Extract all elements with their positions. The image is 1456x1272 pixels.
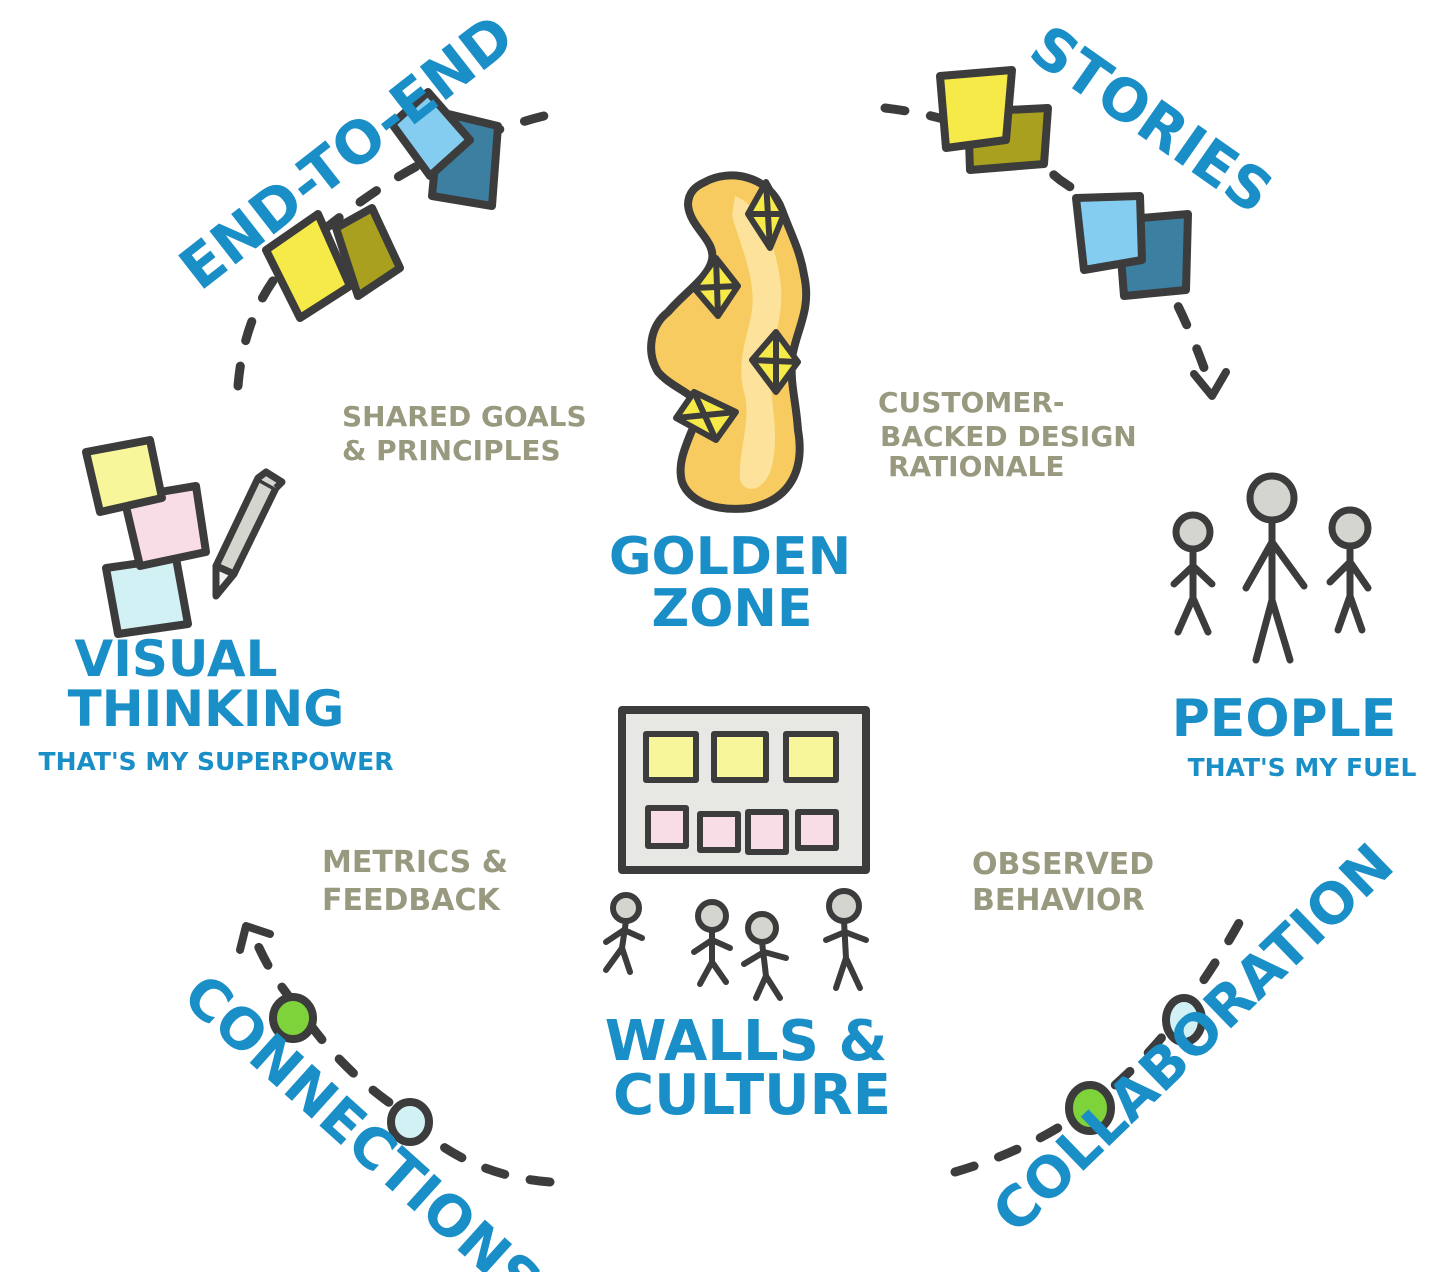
- golden-zone-label-line2: ZONE: [652, 579, 813, 639]
- sticky-note-icon: [940, 70, 1012, 148]
- metrics-label-line2: FEEDBACK: [322, 883, 501, 918]
- golden-zone-label-line1: GOLDEN: [609, 527, 851, 587]
- people-group: [1174, 476, 1368, 660]
- sticky-note-icon: [798, 812, 836, 848]
- sticky-note-icon: [86, 440, 162, 512]
- customer-label-line1: CUSTOMER-: [878, 386, 1065, 419]
- shared-goals-label-line1: SHARED GOALS: [342, 400, 587, 433]
- visual-thinking-notes: [86, 440, 206, 634]
- stick-figure-icon: [694, 902, 730, 984]
- customer-label-line3: RATIONALE: [888, 450, 1064, 483]
- sticky-note-icon: [714, 734, 766, 780]
- visual-thinking-sublabel: THAT'S MY SUPERPOWER: [39, 747, 394, 776]
- stick-figure-icon: [606, 895, 642, 972]
- sticky-note-icon: [1076, 196, 1142, 270]
- pencil-icon: [216, 472, 282, 596]
- connections-label: CONNECTIONS: [171, 962, 553, 1272]
- sticky-note-icon: [786, 734, 836, 780]
- sticky-wall-icon: [622, 710, 866, 870]
- sticky-note-icon: [700, 814, 738, 850]
- people-sublabel: THAT'S MY FUEL: [1188, 753, 1417, 782]
- sticky-note-icon: [646, 734, 696, 780]
- stick-figure-icon: [1330, 510, 1368, 630]
- customer-label-line2: BACKED DESIGN: [880, 420, 1137, 453]
- arrowhead-down-right: [1194, 372, 1226, 396]
- stories-label: STORIES: [1018, 12, 1285, 227]
- people-label: PEOPLE: [1172, 689, 1397, 749]
- metrics-label-line1: METRICS &: [322, 845, 508, 880]
- stick-figure-icon: [744, 914, 786, 998]
- shared-goals-label-line2: & PRINCIPLES: [342, 434, 561, 467]
- sticky-note-icon: [748, 812, 786, 852]
- observed-label-line2: BEHAVIOR: [972, 883, 1145, 918]
- golden-path-icon: [651, 175, 806, 508]
- stick-figure-icon: [1246, 476, 1304, 660]
- sticky-note-icon: [648, 808, 686, 846]
- visual-thinking-label-line2: THINKING: [68, 680, 345, 738]
- walls-culture-label-line2: CULTURE: [613, 1063, 891, 1128]
- stick-figure-icon: [826, 891, 866, 988]
- wall-audience: [606, 891, 866, 998]
- sticky-note-icon: [106, 558, 188, 634]
- observed-label-line1: OBSERVED: [972, 847, 1154, 882]
- stick-figure-icon: [1174, 515, 1212, 632]
